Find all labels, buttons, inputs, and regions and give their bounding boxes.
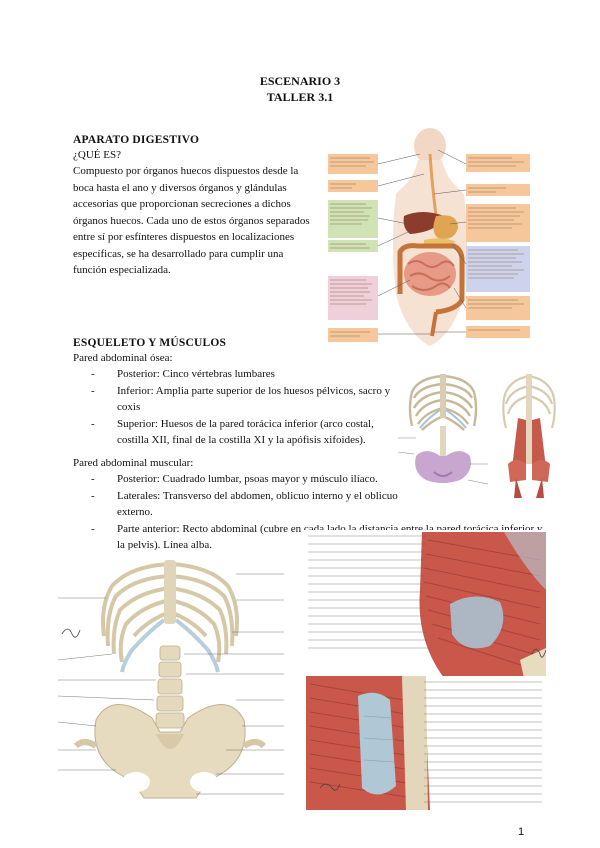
page-number: 1	[518, 826, 525, 838]
bone-wall-list: Posterior: Cinco vértebras lumbares Infe…	[91, 366, 393, 449]
thoracic-cage-figure	[398, 368, 488, 496]
list-item: Posterior: Cuadrado lumbar, psoas mayor …	[91, 471, 407, 488]
lateral-muscles-illustration	[304, 530, 546, 678]
list-item: Inferior: Amplia parte superior de los h…	[91, 383, 393, 416]
digestive-system-figure	[326, 124, 532, 348]
digestive-description: Compuesto por órganos huecos dispuestos …	[73, 163, 323, 279]
page-title: ESCENARIO 3	[259, 74, 341, 88]
list-item: Posterior: Cinco vértebras lumbares	[91, 366, 393, 383]
digestive-question: ¿QUÉ ES?	[73, 149, 121, 161]
posterior-muscles-illustration	[494, 368, 564, 498]
digestive-line: entre sí por esfínteres dispuestos en lo…	[73, 231, 295, 243]
abdominal-skeleton-figure	[56, 550, 286, 808]
digestive-line: función especializada.	[73, 264, 171, 276]
digestive-line: específicas, se ha desarrollado para cum…	[73, 247, 284, 260]
abdominal-skeleton-illustration	[56, 550, 286, 808]
list-item: Superior: Huesos de la pared torácica in…	[91, 416, 393, 449]
posterior-muscles-figure	[494, 368, 564, 498]
anterior-muscles-figure	[306, 676, 546, 810]
anterior-muscles-illustration	[306, 676, 546, 810]
digestive-line: Compuesto por órganos huecos dispuestos …	[73, 165, 299, 177]
digestive-line: boca hasta el ano y diversos órganos y g…	[73, 181, 287, 194]
digestive-line: órganos huecos. Cada uno de estos órgano…	[73, 214, 310, 227]
skeleton-heading: ESQUELETO Y MÚSCULOS	[73, 337, 227, 349]
thoracic-cage-illustration	[398, 368, 488, 496]
page-subtitle: TALLER 3.1	[266, 90, 334, 104]
digestive-system-illustration	[328, 128, 530, 346]
lateral-muscles-figure	[304, 530, 546, 678]
list-item: Laterales: Transverso del abdomen, oblic…	[91, 488, 407, 521]
digestive-line: accesorias que proporcionan secreciones …	[73, 198, 291, 210]
bone-wall-title: Pared abdominal ósea:	[73, 352, 173, 364]
muscle-wall-title: Pared abdominal muscular:	[73, 457, 194, 469]
digestive-heading: APARATO DIGESTIVO	[73, 134, 200, 146]
